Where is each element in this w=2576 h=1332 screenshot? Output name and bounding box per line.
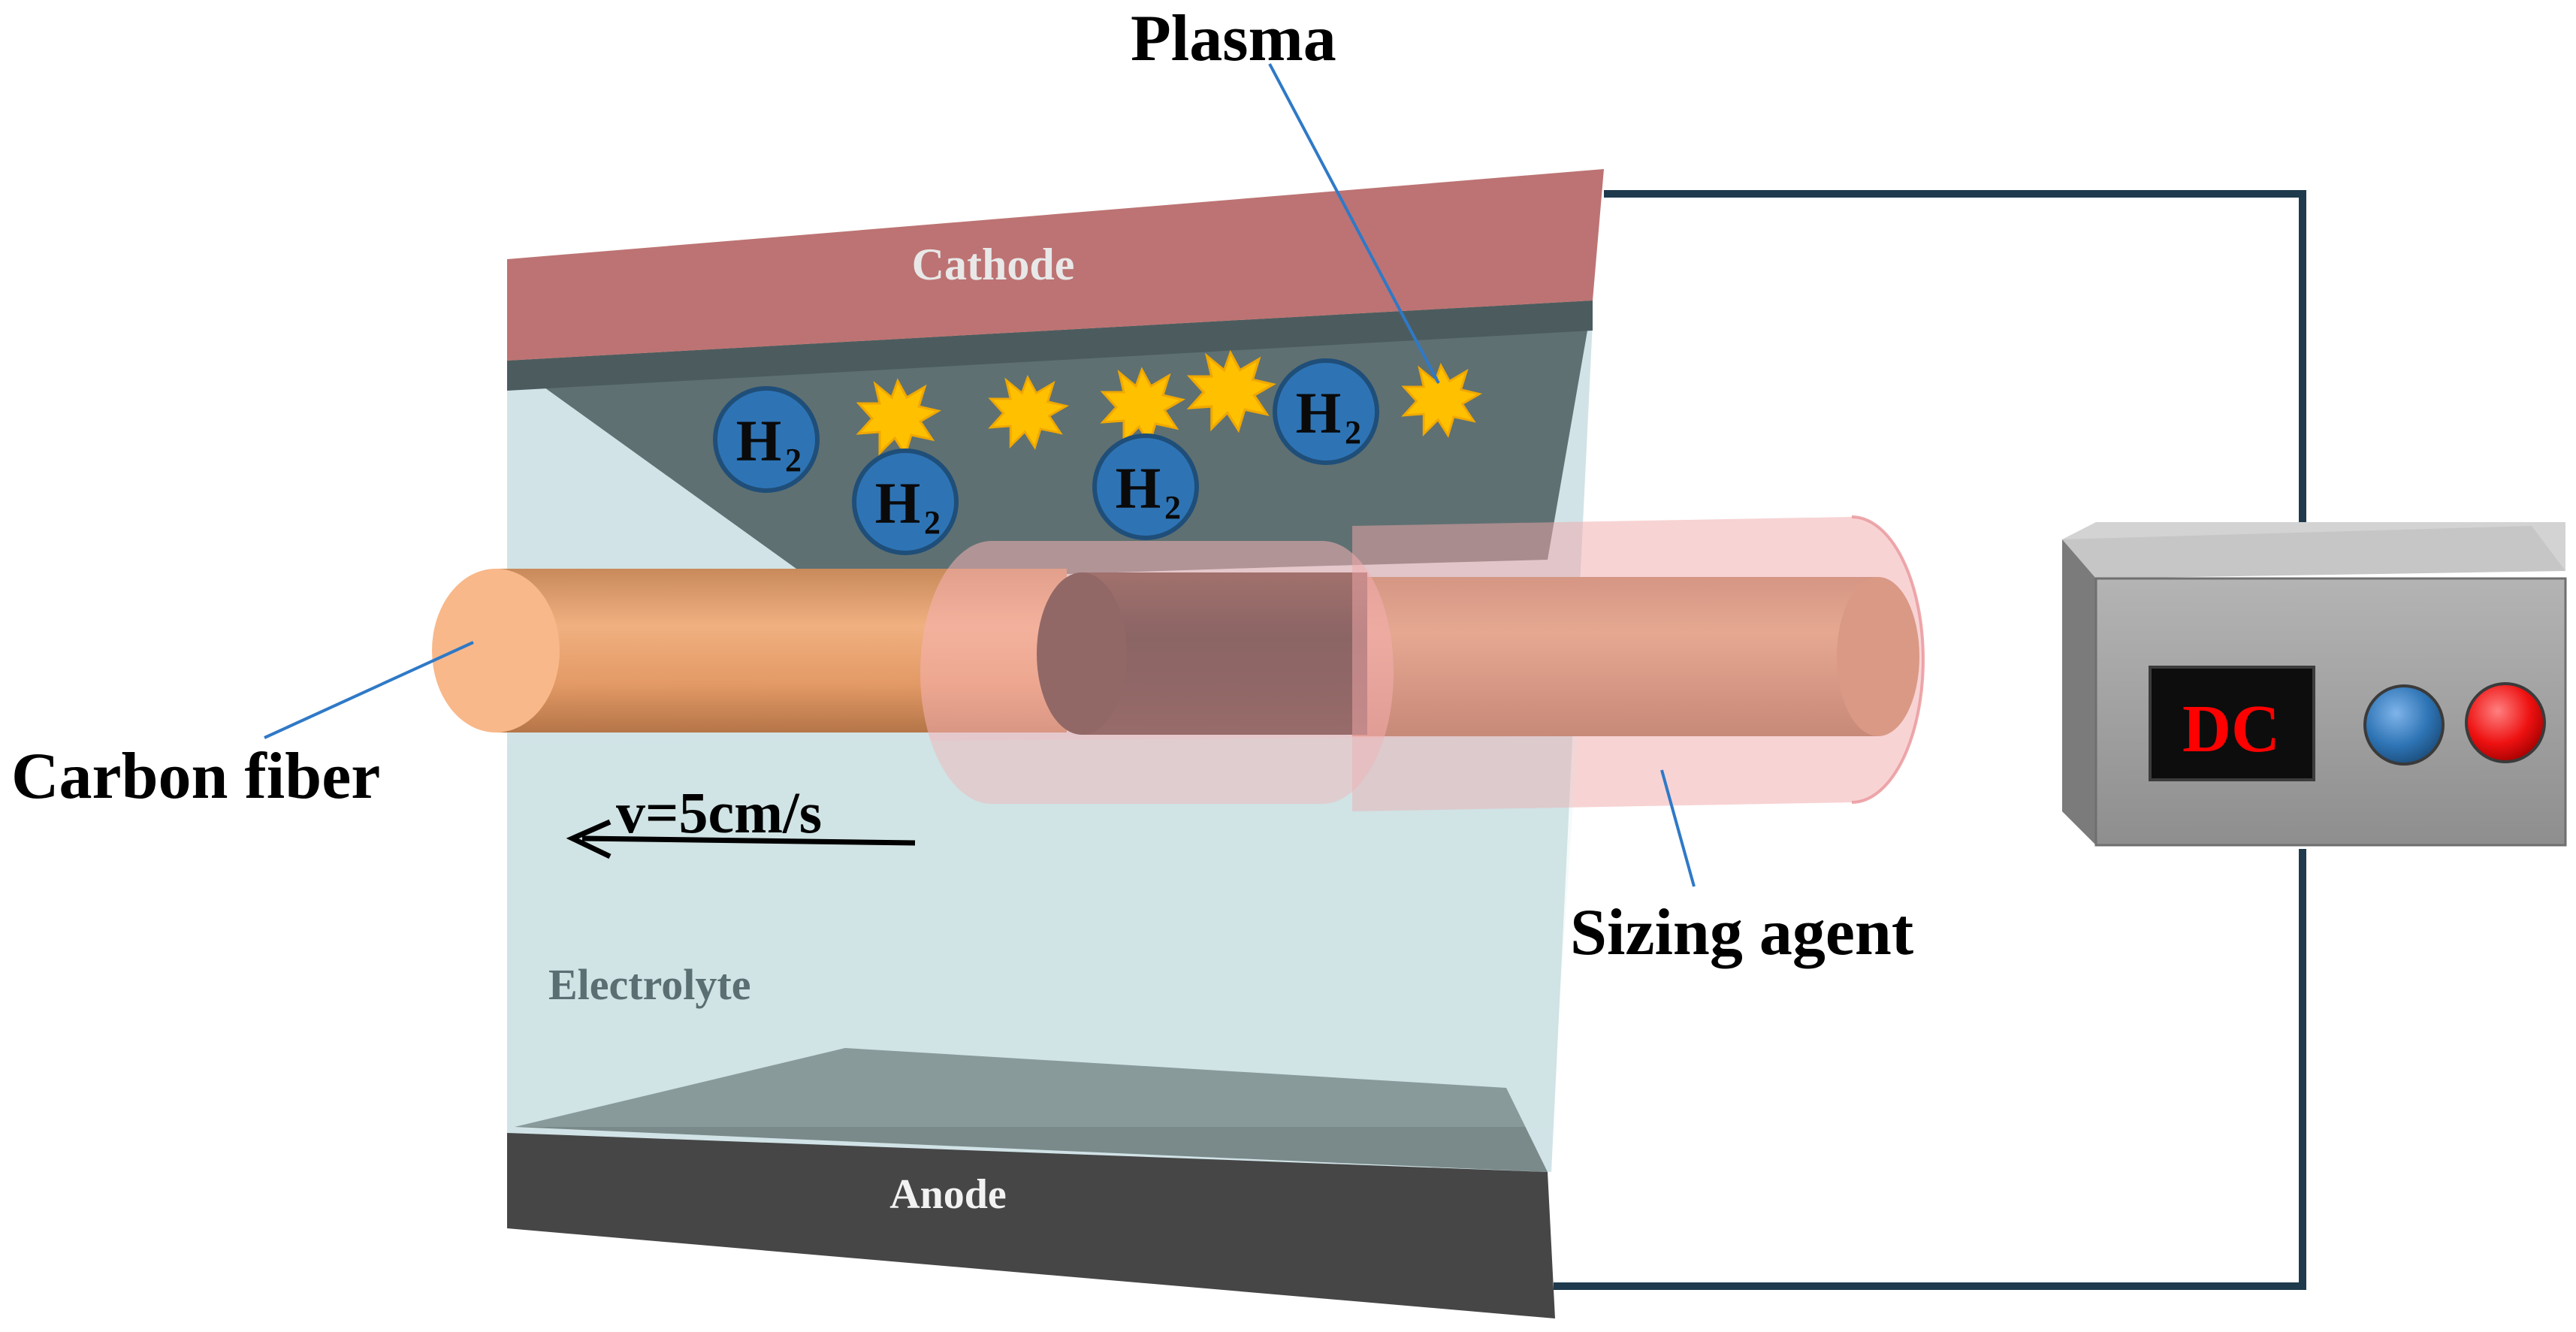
- h2-symbol: H: [1116, 455, 1161, 521]
- plasma-leader-line: [1268, 63, 1440, 384]
- dc-box-top-face: [2062, 526, 2565, 578]
- cathode-underside: [507, 301, 1593, 391]
- h2-bubble: H 2: [713, 386, 820, 493]
- sizing-agent-label: Sizing agent: [1570, 896, 1913, 969]
- h2-subscript: 2: [1164, 489, 1181, 526]
- electrolyte-front-glass: [507, 736, 1578, 1127]
- h2-subscript: 2: [924, 504, 941, 541]
- sizing-agent-leader-line: [1660, 769, 1696, 887]
- power-button-red[interactable]: [2465, 682, 2546, 763]
- cathode-plate: [507, 169, 1604, 361]
- h2-symbol: H: [1296, 380, 1342, 446]
- h2-bubble: H 2: [1273, 358, 1379, 465]
- velocity-label: v=5cm/s: [616, 780, 822, 845]
- anode-top: [515, 1048, 1548, 1172]
- carbon-fiber-label: Carbon fiber: [11, 740, 380, 813]
- cathode-label: Cathode: [912, 240, 1075, 289]
- dc-box-side: [2062, 539, 2096, 845]
- dc-display: [2149, 666, 2315, 781]
- anode-plate: [507, 1133, 1555, 1318]
- electrolyte-label: Electrolyte: [548, 960, 750, 1009]
- h2-bubble: H 2: [1092, 433, 1199, 540]
- h2-symbol: H: [736, 408, 782, 473]
- dc-display-label: DC: [2182, 692, 2280, 766]
- h2-symbol: H: [875, 470, 921, 536]
- h2-subscript: 2: [785, 442, 802, 479]
- h2-subscript: 2: [1345, 414, 1361, 451]
- dc-power-supply: DC: [2062, 522, 2567, 847]
- power-button-blue[interactable]: [2363, 684, 2445, 766]
- circuit-wire: [1604, 190, 2306, 526]
- h2-bubble: H 2: [852, 449, 959, 555]
- circuit-wire-return: [1554, 849, 2306, 1290]
- sizing-agent-sheath: [920, 515, 1925, 811]
- plasma-label: Plasma: [1131, 2, 1336, 75]
- velocity-arrow: [566, 819, 916, 859]
- carbon-fiber-leader-line: [264, 641, 474, 739]
- anode-label: Anode: [889, 1171, 1007, 1218]
